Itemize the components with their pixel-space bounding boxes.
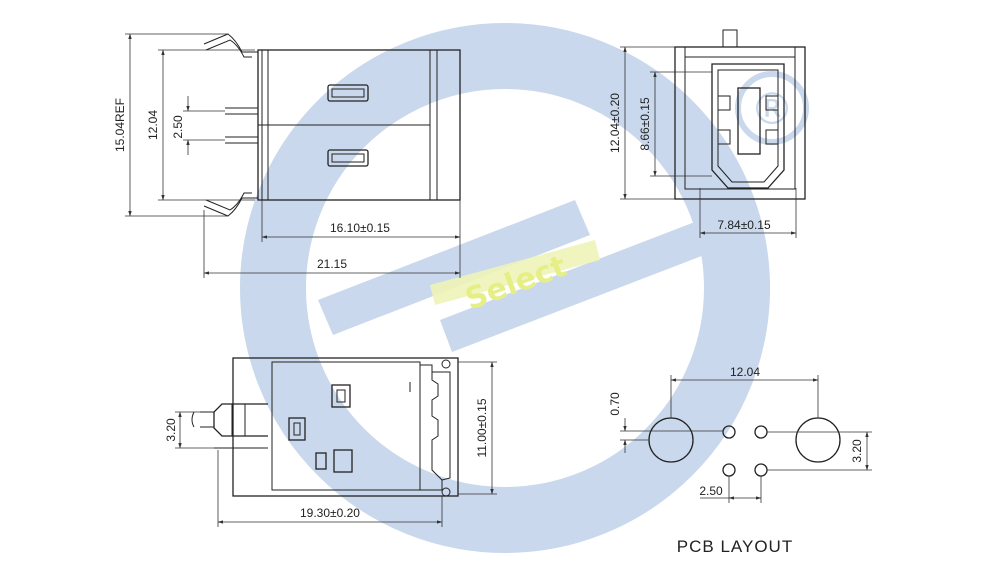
dim-side-pin-pitch: 2.50 bbox=[171, 115, 185, 139]
side-latch-window-bottom bbox=[327, 149, 369, 167]
front-shell-outline bbox=[674, 46, 806, 200]
front-contact-4 bbox=[765, 129, 779, 145]
top-view: 3.20 11.00±0.15 19.30±0.20 bbox=[164, 357, 497, 527]
side-view: 15.04REF 12.04 2.50 16.10±0.15 21.15 bbox=[113, 33, 461, 278]
dim-pcb-row-spacing: 3.20 bbox=[850, 439, 864, 463]
pcb-layout-caption: PCB LAYOUT bbox=[677, 537, 793, 556]
dim-top-length: 19.30±0.20 bbox=[300, 506, 360, 520]
dim-side-overall-height: 15.04REF bbox=[113, 98, 127, 152]
dim-front-height: 12.04±0.20 bbox=[608, 93, 622, 153]
dim-pcb-pin-pitch: 2.50 bbox=[699, 484, 723, 498]
dim-side-total-length: 21.15 bbox=[317, 257, 347, 271]
pcb-pin-hole-1 bbox=[722, 425, 736, 439]
pcb-pin-hole-3 bbox=[722, 463, 736, 477]
top-window-4 bbox=[333, 449, 353, 473]
dim-top-width: 11.00±0.15 bbox=[475, 398, 489, 457]
dim-top-pin-offset: 3.20 bbox=[164, 418, 178, 442]
dim-front-width: 7.84±0.15 bbox=[717, 218, 771, 232]
dim-pcb-offset: 0.70 bbox=[608, 392, 622, 416]
watermark-ring bbox=[240, 23, 770, 553]
side-mount-leg-top bbox=[203, 33, 258, 53]
side-mount-leg-bottom bbox=[203, 197, 258, 217]
front-contact-1 bbox=[717, 95, 731, 111]
pcb-pin-hole-2 bbox=[754, 425, 768, 439]
watermark-bar-upper bbox=[318, 200, 590, 335]
front-port-cavity bbox=[711, 63, 785, 189]
pcb-pin-hole-4 bbox=[754, 463, 768, 477]
dim-side-body-length: 16.10±0.15 bbox=[330, 221, 390, 235]
front-top-tab bbox=[722, 29, 738, 48]
top-pin-housing bbox=[213, 403, 268, 437]
watermark-highlight bbox=[430, 240, 600, 305]
pcb-layout: 12.04 0.70 3.20 2.50 PCB LAYOUT bbox=[608, 365, 872, 556]
front-contact-2 bbox=[765, 95, 779, 111]
top-window-1 bbox=[331, 384, 351, 408]
top-window-2 bbox=[288, 417, 306, 441]
top-window-3 bbox=[315, 452, 327, 470]
front-contact-block bbox=[737, 87, 761, 155]
front-contact-3 bbox=[717, 129, 731, 145]
top-side-latch-profile bbox=[420, 364, 443, 491]
dim-pcb-hole-spacing: 12.04 bbox=[730, 365, 760, 379]
watermark-bar-lower bbox=[440, 220, 712, 352]
top-body-outline bbox=[232, 357, 459, 497]
watermark: Select ® bbox=[240, 23, 809, 553]
front-view: 12.04±0.20 8.66±0.15 7.84±0.15 bbox=[608, 29, 806, 238]
dim-side-height: 12.04 bbox=[146, 110, 160, 140]
pcb-mount-hole-right bbox=[795, 417, 841, 463]
dim-front-inner-height: 8.66±0.15 bbox=[638, 97, 652, 151]
side-latch-window-top bbox=[327, 84, 369, 102]
